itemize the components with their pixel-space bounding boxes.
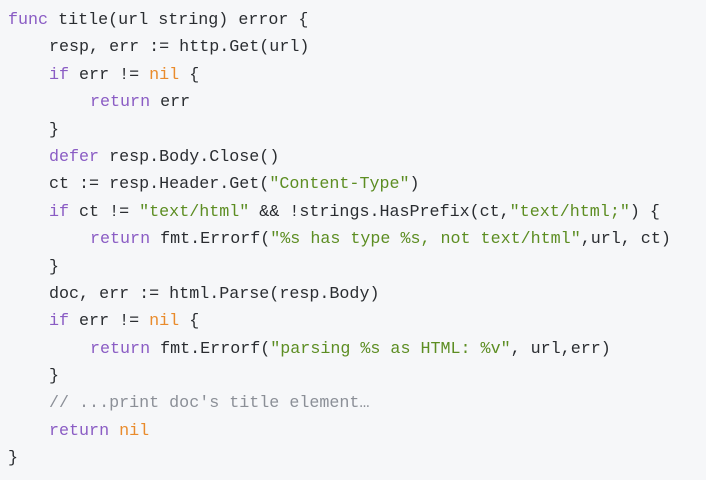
code-text: err: [150, 93, 191, 113]
code-text: err !=: [69, 312, 150, 332]
code-text: fmt.Errorf(: [150, 230, 271, 250]
code-line: doc, err := html.Parse(resp.Body): [8, 281, 706, 308]
code-line: ct := resp.Header.Get("Content-Type"): [8, 171, 706, 198]
code-text: err !=: [69, 65, 150, 85]
code-text: }: [49, 257, 60, 277]
code-text: && !strings.HasPrefix(ct,: [249, 202, 510, 222]
code-text: resp, err := http.Get(url): [49, 38, 310, 58]
code-keyword: if: [49, 65, 70, 85]
code-text: fmt.Errorf(: [150, 339, 271, 359]
code-line: }: [8, 254, 706, 281]
code-constant: nil: [149, 312, 180, 332]
code-text: {: [179, 312, 200, 332]
code-text: ,url, ct): [580, 230, 671, 250]
code-text: }: [49, 367, 60, 387]
code-line: return nil: [8, 418, 706, 445]
code-keyword: return: [90, 230, 151, 250]
code-text: , url,err): [510, 339, 611, 359]
code-line: return fmt.Errorf("parsing %s as HTML: %…: [8, 336, 706, 363]
code-constant: nil: [149, 65, 180, 85]
code-keyword: if: [49, 202, 70, 222]
code-line: }: [8, 363, 706, 390]
code-line: return fmt.Errorf("%s has type %s, not t…: [8, 226, 706, 253]
code-text: doc, err := html.Parse(resp.Body): [49, 284, 380, 304]
code-line: }: [8, 445, 706, 472]
code-keyword: defer: [49, 147, 100, 167]
code-line: if ct != "text/html" && !strings.HasPref…: [8, 199, 706, 226]
code-string: "text/html": [139, 202, 250, 222]
code-text: title(url string) error {: [48, 11, 309, 30]
code-line: // ...print doc's title element…: [8, 390, 706, 417]
code-keyword: return: [90, 93, 151, 113]
code-keyword: if: [49, 312, 70, 332]
code-line: func title(url string) error {: [8, 7, 706, 34]
code-text: ct !=: [69, 202, 140, 222]
code-line: defer resp.Body.Close(): [8, 144, 706, 171]
code-string: "text/html;": [509, 202, 630, 222]
code-text: }: [49, 120, 60, 140]
code-string: "parsing %s as HTML: %v": [270, 339, 511, 359]
code-string: "Content-Type": [269, 175, 410, 195]
code-line: resp, err := http.Get(url): [8, 34, 706, 61]
code-text: ): [409, 175, 420, 195]
code-text: }: [8, 449, 19, 469]
code-lines: func title(url string) error { resp, err …: [8, 7, 706, 473]
code-text: [109, 422, 119, 441]
code-keyword: return: [49, 421, 110, 441]
code-line: if err != nil {: [8, 62, 706, 89]
code-text: resp.Body.Close(): [99, 147, 280, 167]
code-string: "%s has type %s, not text/html": [270, 230, 581, 250]
code-text: ct := resp.Header.Get(: [49, 175, 270, 195]
code-keyword: func: [8, 11, 49, 30]
code-text: ) {: [629, 202, 660, 222]
code-keyword: return: [90, 339, 151, 359]
code-line: }: [8, 117, 706, 144]
code-constant: nil: [119, 421, 150, 441]
code-line: if err != nil {: [8, 308, 706, 335]
code-text: {: [179, 65, 200, 85]
code-line: return err: [8, 89, 706, 116]
code-comment: // ...print doc's title element…: [49, 394, 370, 414]
